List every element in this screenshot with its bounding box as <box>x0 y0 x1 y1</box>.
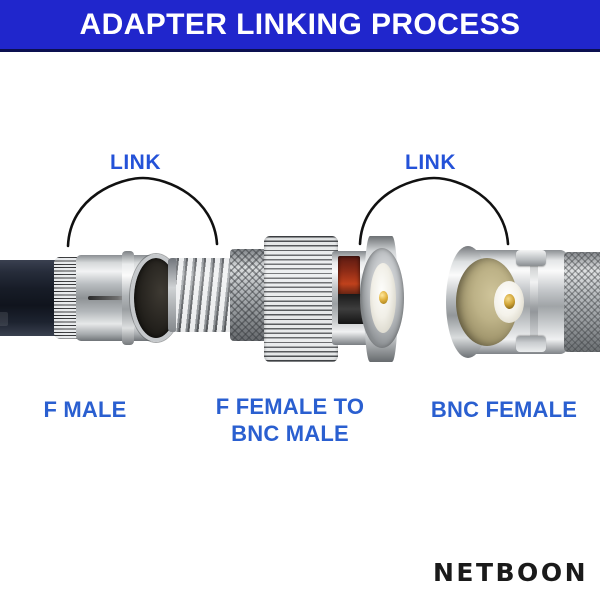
label-bnc-female: BNC FEMALE <box>430 397 578 422</box>
connector-bnc-female <box>442 246 600 358</box>
bnc-female-knurl-band <box>564 252 600 352</box>
page-title: ADAPTER LINKING PROCESS <box>79 7 521 41</box>
f-male-barrel-ring <box>122 251 134 345</box>
label-f-female-to-bnc-male: F FEMALE TO BNC MALE <box>195 393 385 447</box>
knurled-nut <box>264 236 338 362</box>
bnc-bayonet-lug-top <box>516 250 546 266</box>
connector-f-female-to-bnc-male <box>168 232 406 368</box>
bnc-bayonet-lug-bottom <box>516 336 546 352</box>
label-f-male: F MALE <box>43 397 127 422</box>
diamond-knurl-band <box>230 249 268 341</box>
link-label-left: LINK <box>110 151 161 174</box>
f-female-thread <box>168 258 236 332</box>
header-banner: ADAPTER LINKING PROCESS <box>0 0 600 52</box>
bnc-female-groove <box>530 252 538 352</box>
link-label-right: LINK <box>405 151 456 174</box>
label-f-female-to-bnc-male-line1: F FEMALE TO <box>215 394 365 419</box>
cable-crimp-collar <box>54 257 80 339</box>
connector-f-male <box>0 246 184 350</box>
brand-logo-netboon: NETBOON <box>432 558 588 587</box>
bnc-male-center-pin <box>379 291 388 304</box>
f-female-thread-cap <box>168 258 176 332</box>
bnc-female-center-socket <box>504 294 515 309</box>
label-f-female-to-bnc-male-line2: BNC MALE <box>231 421 349 446</box>
